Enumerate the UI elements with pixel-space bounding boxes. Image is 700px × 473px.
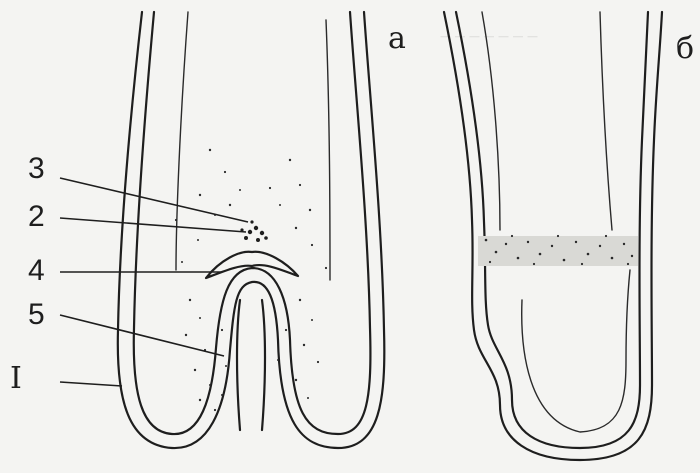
stipple-dots	[175, 149, 327, 411]
label-2: 2	[28, 202, 45, 232]
crescent-structure	[206, 252, 298, 278]
left-outer-wall	[118, 12, 385, 448]
label-I: I	[10, 364, 22, 394]
leader-3	[60, 178, 248, 222]
right-inner-wall	[456, 12, 648, 448]
label-3: 3	[28, 154, 45, 184]
label-4: 4	[28, 256, 45, 286]
leader-5	[60, 315, 224, 356]
label-5: 5	[28, 300, 45, 330]
leader-2	[60, 218, 246, 232]
right-lower-lining	[522, 270, 630, 432]
leader-I	[60, 382, 122, 386]
panel-label-a: a	[388, 24, 406, 54]
left-cavity-lining	[176, 12, 330, 280]
panel-label-b: б	[676, 34, 694, 64]
right-cavity-lining	[482, 12, 612, 230]
stippled-band	[478, 235, 638, 266]
left-central-fold	[237, 300, 265, 430]
